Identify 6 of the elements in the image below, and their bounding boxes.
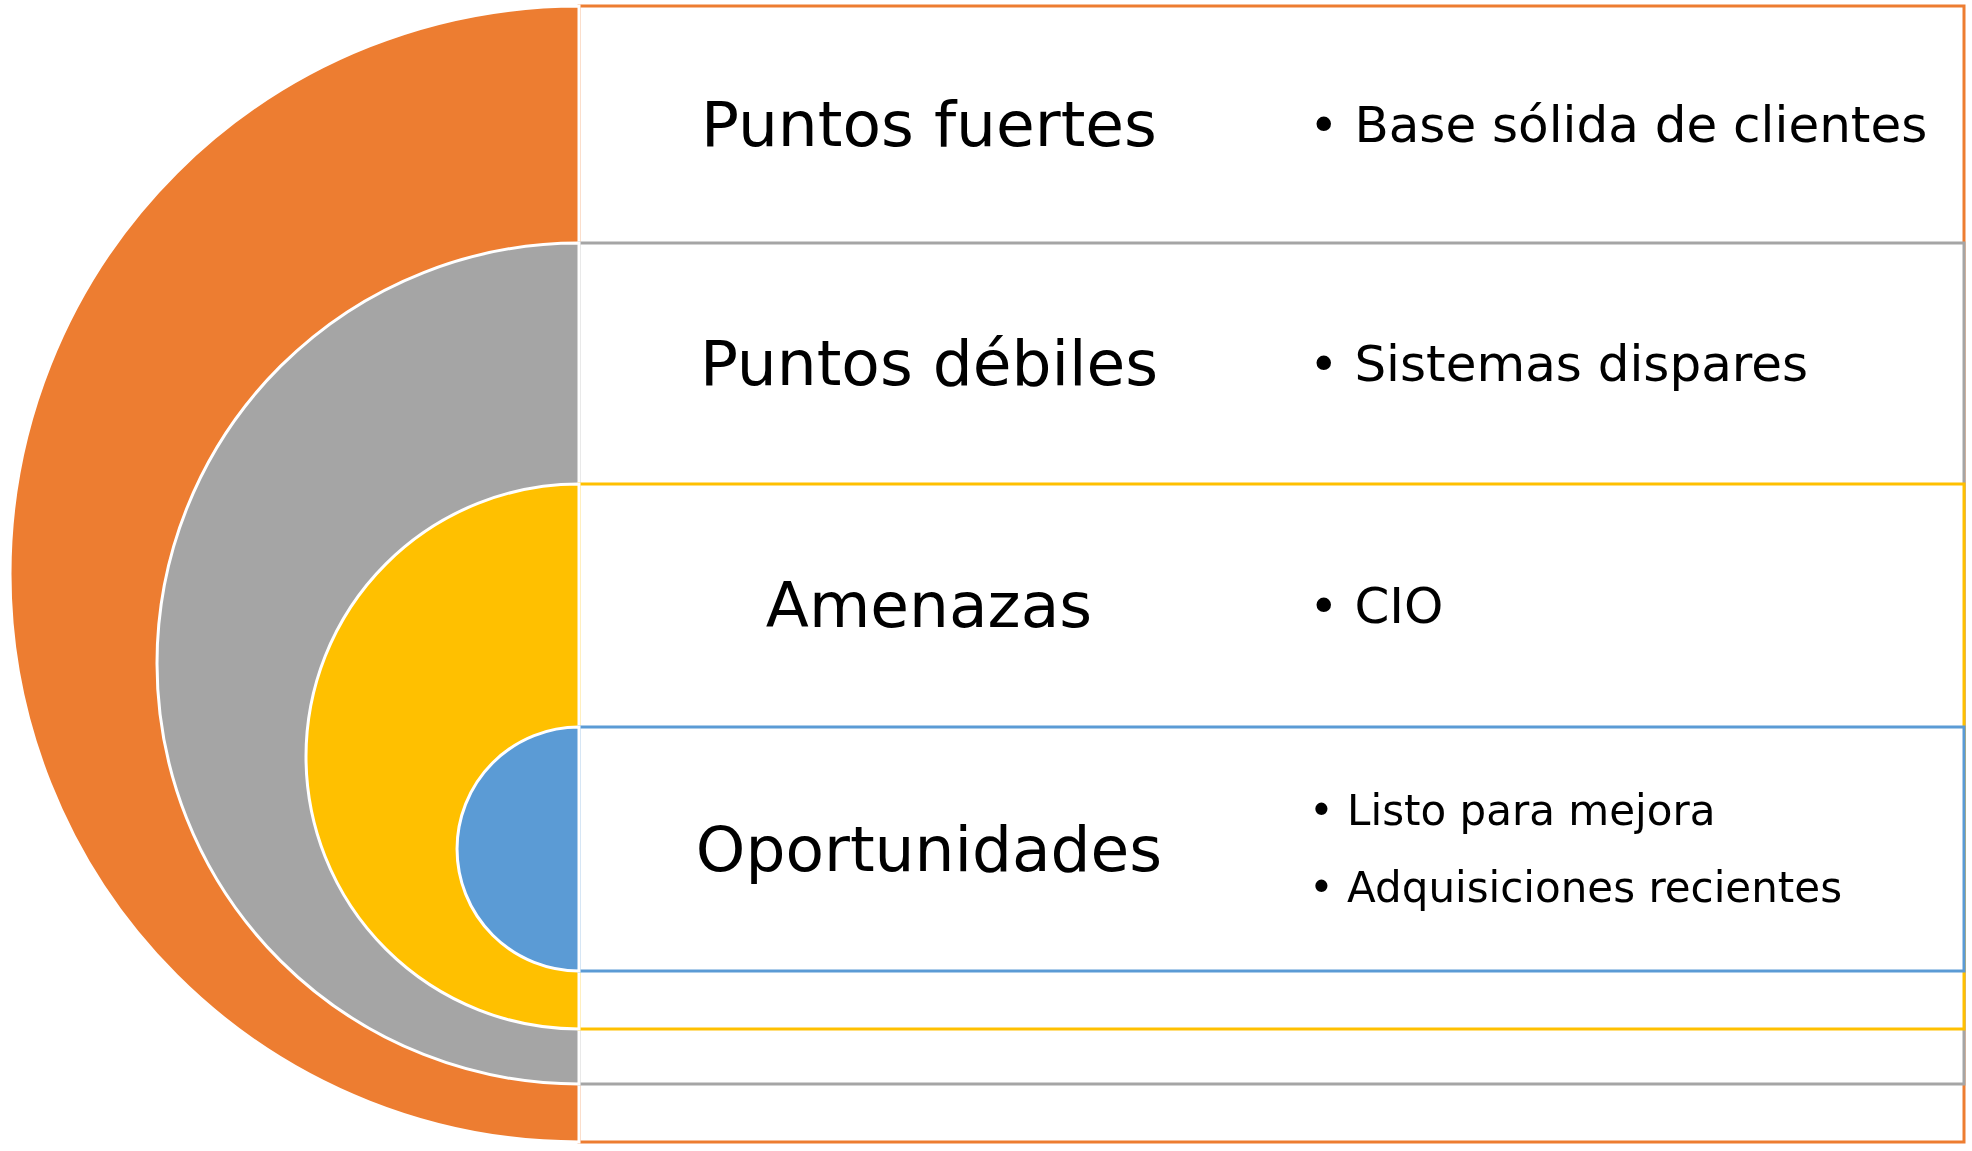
category-heading: Puntos fuertes: [701, 88, 1157, 161]
bullet-item: • CIO: [1309, 576, 1444, 635]
bullet-item: • Base sólida de clientes: [1309, 95, 1928, 154]
category-heading: Puntos débiles: [699, 327, 1159, 400]
category-heading: Amenazas: [765, 569, 1093, 642]
bullet-item: • Sistemas dispares: [1309, 334, 1809, 393]
